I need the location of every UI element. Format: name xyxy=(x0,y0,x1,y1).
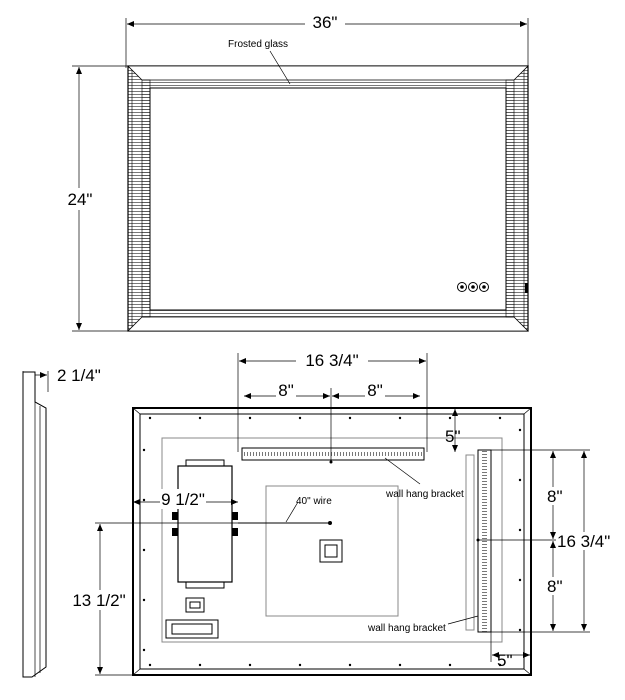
center-panel xyxy=(265,485,399,617)
front-view: 36" 24" Frosted glass xyxy=(60,12,529,332)
top-bracket-offset-label: 5" xyxy=(445,427,461,446)
right-bracket-label: wall hang bracket xyxy=(367,623,446,634)
small-switch-box xyxy=(185,597,205,613)
frosted-glass-label: Frosted glass xyxy=(228,39,288,50)
touch-buttons xyxy=(457,282,489,292)
height-label: 24" xyxy=(68,190,93,209)
right-bracket-lower-half-label: 8" xyxy=(547,577,563,596)
side-view: 2 1/4" xyxy=(22,366,101,678)
right-bracket-upper-half-label: 8" xyxy=(547,487,563,506)
top-bracket-left-half-label: 8" xyxy=(278,381,294,400)
top-bracket-span-label: 16 3/4" xyxy=(305,351,358,370)
center-connector xyxy=(319,539,343,563)
depth-label: 2 1/4" xyxy=(57,366,101,385)
frosted-glass-panel xyxy=(149,87,507,311)
top-bracket-label: wall hang bracket xyxy=(385,489,464,500)
back-view: 16 3/4" 8" 8" 5" wall hang bracket 9 1/2… xyxy=(68,350,620,676)
led-driver-box xyxy=(177,465,233,583)
driver-offset-y-label: 13 1/2" xyxy=(72,591,125,610)
side-profile xyxy=(22,371,47,678)
wire-label: 40" wire xyxy=(296,496,332,507)
width-label: 36" xyxy=(313,13,338,32)
driver-offset-x-label: 9 1/2" xyxy=(161,490,205,509)
right-bracket-offset-label: 5" xyxy=(497,651,513,670)
frame-screws xyxy=(142,416,522,667)
control-module xyxy=(165,619,219,639)
right-bracket-span-label: 16 3/4" xyxy=(557,532,610,551)
back-frame xyxy=(132,407,532,676)
top-bracket-right-half-label: 8" xyxy=(367,381,383,400)
